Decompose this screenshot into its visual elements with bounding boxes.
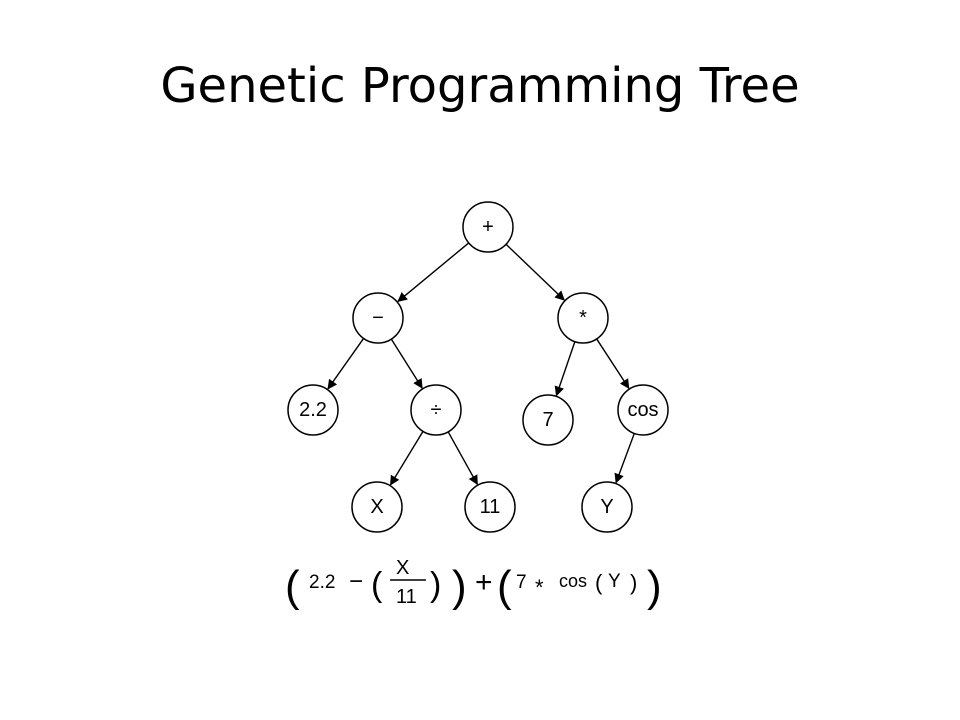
formula-close-paren-outer-left: ) [452,562,467,611]
formula-var-y: Y [608,571,621,592]
tree-node-label: Y [600,496,613,518]
formula-open-paren-inner: ( [371,566,383,604]
tree-node-label: 11 [480,496,501,518]
tree-node-circle [287,384,339,436]
formula-term-7: 7 [516,572,527,593]
slide-title: Genetic Programming Tree [160,58,800,114]
tree-edge-mul-cos [596,338,630,390]
formula-term-2-2: 2.2 [309,572,335,593]
tree-node-x: X [351,481,403,533]
tree-edge-minus-c22 [327,338,365,390]
tree-node-div: ÷ [410,384,462,436]
tree-node-minus: − [352,292,404,344]
tree-node-c11: 11 [464,481,516,533]
formula-minus-sign: − [349,568,363,595]
tree-node-c7: 7 [522,394,574,446]
tree-node-circle [522,394,574,446]
tree-edge-plus-minus [397,242,470,303]
tree-node-label: * [579,307,587,329]
tree-edge-div-c11 [447,431,478,486]
formula-close-paren-inner: ) [430,566,441,604]
formula-plus-sign: + [475,566,493,599]
edges-layer [327,242,635,486]
tree-node-circle [581,481,633,533]
tree-node-label: cos [627,399,658,421]
tree-node-y: Y [581,481,633,533]
tree-node-label: 7 [542,409,553,431]
formula-open-paren-outer-left: ( [285,562,300,611]
tree-node-cos: cos [617,384,669,436]
tree-node-c22: 2.2 [287,384,339,436]
formula-times-sign: * [535,575,544,600]
tree-node-label: 2.2 [299,399,327,421]
formula-open-paren-cos: ( [595,570,603,595]
tree-node-label: ÷ [431,399,442,421]
formula-close-paren-outer-right: ) [647,562,662,611]
formula-numerator: X [396,557,409,579]
tree-node-circle [410,384,462,436]
tree-node-mul: * [557,292,609,344]
tree-edge-minus-div [390,338,423,389]
expression-formula: ( 2.2 − ( X 11 ) ) + ( 7 * cos ( Y ) ) [285,557,662,611]
tree-node-circle [617,384,669,436]
formula-close-paren-cos: ) [630,570,637,595]
tree-edge-mul-c7 [554,341,576,397]
tree-node-circle [351,481,403,533]
formula-denominator: 11 [396,586,417,608]
tree-node-label: − [372,307,384,329]
tree-edge-plus-mul [505,243,565,301]
tree-edge-div-x [389,430,424,486]
tree-edge-cos-y [614,433,635,484]
tree-node-circle [464,481,516,533]
formula-open-paren-outer-right: ( [497,562,512,611]
tree-node-circle [462,201,514,253]
formula-cos-word: cos [559,571,587,591]
tree-node-label: X [370,496,383,518]
tree-node-plus: + [462,201,514,253]
tree-node-label: + [482,216,494,238]
tree-node-circle [352,292,404,344]
tree-node-circle [557,292,609,344]
